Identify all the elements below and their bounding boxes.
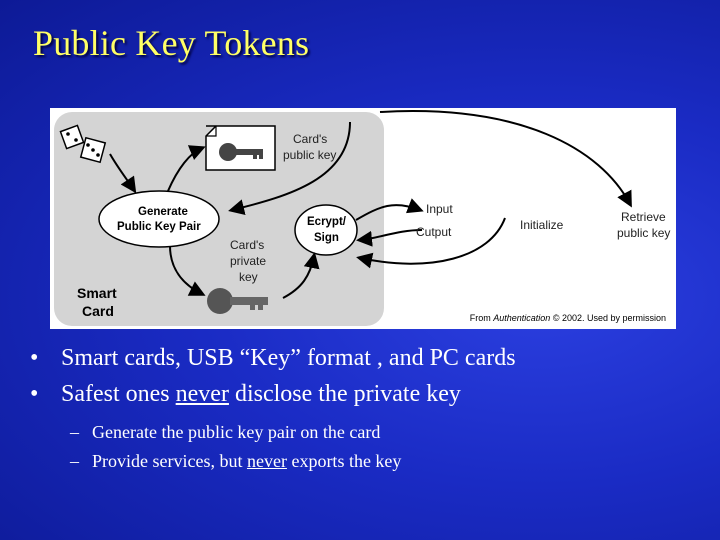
main-bullet-list: Smart cards, USB “Key” format , and PC c… xyxy=(28,340,516,412)
sub-bullet-text-after: exports the key xyxy=(286,451,402,471)
sub-bullet-item: Generate the public key pair on the card xyxy=(70,418,401,447)
label-generate-1: Generate xyxy=(138,206,188,218)
caption-prefix: From xyxy=(469,313,494,323)
caption-suffix: © 2002. Used by permission xyxy=(550,313,666,323)
generate-key-pair-node xyxy=(98,190,220,248)
bullet-text-after: disclose the private key xyxy=(228,381,461,407)
label-input: Input xyxy=(426,202,453,216)
label-generate-2: Public Key Pair xyxy=(117,221,201,233)
sub-bullet-list: Generate the public key pair on the card… xyxy=(70,418,401,476)
label-smart-card-1: Smart xyxy=(77,285,117,301)
bullet-item: Safest ones never disclose the private k… xyxy=(28,376,516,412)
dice-icon xyxy=(59,124,107,164)
private-key-icon xyxy=(207,288,268,314)
bullet-text-before: Safest ones xyxy=(61,381,176,407)
label-cards-private-1: Card's xyxy=(230,238,264,252)
bullet-text: Smart cards, USB “Key” format , and PC c… xyxy=(61,345,516,371)
flow-arrows xyxy=(109,110,632,299)
diagram-canvas: Card's public key Generate Public Key Pa… xyxy=(54,110,670,326)
label-smart-card-2: Card xyxy=(82,303,114,319)
figure-caption: From Authentication © 2002. Used by perm… xyxy=(470,313,666,323)
smart-card-diagram: Card's public key Generate Public Key Pa… xyxy=(50,108,676,329)
label-cards-public-key-2: public key xyxy=(283,148,336,162)
sub-bullet-text: Generate the public key pair on the card xyxy=(92,422,381,442)
bullet-emphasis: never xyxy=(175,381,229,407)
encrypt-sign-node xyxy=(294,204,358,256)
label-retrieve-1: Retrieve xyxy=(621,210,666,224)
slide-title: Public Key Tokens xyxy=(33,23,310,63)
label-cards-private-2: private xyxy=(230,254,266,268)
label-cards-public-key-1: Card's xyxy=(293,132,327,146)
diagram-labels: Card's public key Generate Public Key Pa… xyxy=(77,132,670,319)
label-cards-private-3: key xyxy=(239,270,258,284)
label-output: Cutput xyxy=(416,225,452,239)
caption-source-title: Authentication xyxy=(493,313,551,323)
label-encrypt-2: Sign xyxy=(314,232,339,244)
sub-bullet-item: Provide services, but never exports the … xyxy=(70,447,401,476)
public-key-document-icon xyxy=(205,125,276,171)
label-initialize: Initialize xyxy=(520,218,564,232)
sub-bullet-emphasis: never xyxy=(246,451,287,471)
label-encrypt-1: Ecrypt/ xyxy=(307,216,347,228)
label-retrieve-2: public key xyxy=(617,226,670,240)
bullet-item: Smart cards, USB “Key” format , and PC c… xyxy=(28,340,516,376)
sub-bullet-text-before: Provide services, but xyxy=(92,451,247,471)
